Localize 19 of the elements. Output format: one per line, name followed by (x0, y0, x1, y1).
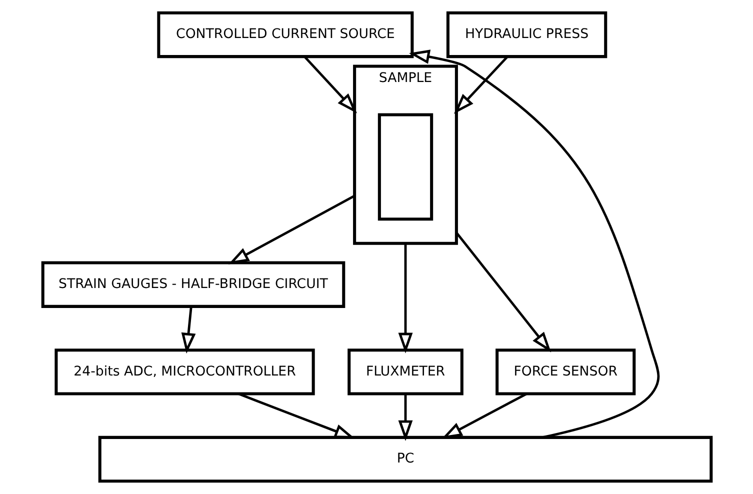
arrow (238, 392, 355, 439)
arrow (455, 232, 551, 352)
node-box: FORCE SENSOR (495, 348, 636, 396)
arrow (303, 56, 357, 114)
node-box (377, 113, 433, 221)
arrow (453, 56, 508, 114)
arrow (180, 306, 196, 354)
arrow (408, 50, 660, 439)
node-box: FLUXMETER (347, 348, 463, 396)
node-box: 24-bits ADC, MICROCONTROLLER (54, 348, 314, 396)
arrow (441, 392, 526, 439)
arrow (398, 243, 412, 354)
node-box: PC (98, 436, 712, 483)
cluster: SAMPLE (352, 64, 458, 245)
node-box: CONTROLLED CURRENT SOURCE (156, 11, 414, 58)
node-box: HYDRAULIC PRESS (446, 11, 607, 58)
arrow (228, 194, 355, 264)
arrow (398, 394, 412, 441)
node-box: STRAIN GAUGES - HALF-BRIDGE CIRCUIT (40, 261, 345, 308)
